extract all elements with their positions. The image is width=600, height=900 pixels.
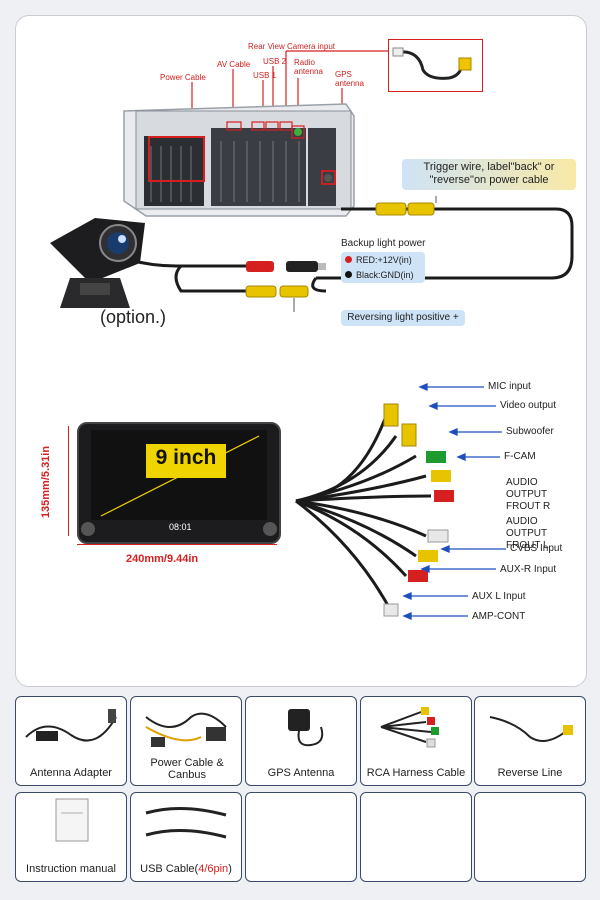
label-rear-view-camera-input: Rear View Camera input — [248, 42, 336, 51]
accessory-caption: Antenna Adapter — [30, 767, 112, 779]
backup-camera-icon — [50, 218, 145, 308]
label-av-cable: AV Cable — [217, 60, 251, 69]
head-unit-screen: 9 inch 08:01 — [77, 422, 281, 544]
usb-caption-close: ) — [228, 863, 232, 875]
head-unit-back — [115, 50, 574, 312]
harness-label-mic-input: MIC input — [488, 381, 531, 392]
red-dot-icon — [345, 256, 352, 263]
harness-label-aux-l-input: AUX L Input — [472, 591, 526, 602]
accessory-caption: RCA Harness Cable — [366, 767, 466, 779]
harness-label-subwoofer: Subwoofer — [506, 426, 554, 437]
screen-size-text: 9 inch — [155, 446, 217, 469]
accessory-caption: Power Cable & Canbus — [150, 757, 224, 781]
accessory-power-cable-canbus: Power Cable & Canbus — [130, 696, 242, 786]
harness-label-cvbs-input: CVBS Input — [510, 543, 563, 554]
rear-camera-connector-box — [388, 39, 483, 92]
label-gps-antenna: GPS antenna — [335, 70, 364, 88]
power-cable-icon — [145, 712, 227, 747]
reversing-light-callout: Reversing light positive + — [341, 310, 465, 326]
width-dimension-text: 240mm/9.44in — [126, 553, 199, 565]
accessory-empty-1 — [245, 792, 357, 882]
label-radio-antenna: Radio antenna — [294, 58, 323, 76]
accessory-antenna-adapter: Antenna Adapter — [15, 696, 127, 786]
harness-arrows — [402, 383, 506, 620]
backup-black-text: Black:GND(in) — [356, 270, 414, 280]
accessory-instruction-manual: Instruction manual — [15, 792, 127, 882]
reverse-line-icon — [489, 716, 573, 742]
accessory-empty-2 — [360, 792, 472, 882]
screen-size-badge — [146, 444, 226, 478]
manual-icon — [55, 798, 89, 842]
usb-caption-pins: 4/6pin — [198, 863, 229, 875]
harness-label-amp-cont: AMP-CONT — [472, 611, 526, 622]
accessory-reverse-line: Reverse Line — [474, 696, 586, 786]
trigger-wire-callout: Trigger wire, label"back" or "reverse"on… — [402, 159, 576, 190]
backup-red-text: RED:+12V(in) — [356, 255, 412, 265]
harness-label-video-output: Video output — [500, 400, 556, 411]
right-knob[interactable] — [263, 522, 277, 536]
label-usb1: USB 1 — [253, 71, 277, 80]
trigger-wire-text: Trigger wire, label"back" or "reverse"on… — [423, 161, 555, 186]
harness-label-audio-output-r: AUDIO OUTPUT FROUT R — [506, 477, 551, 512]
harness-label-aux-r-input: AUX-R Input — [500, 564, 557, 575]
rca-harness-icon — [380, 707, 439, 748]
screen-clock: 08:01 — [169, 522, 192, 532]
harness-label-audio-output-l: AUDIO OUTPUT FROUT L — [506, 516, 549, 551]
accessory-gps-antenna: GPS Antenna — [245, 696, 357, 786]
gps-antenna-icon — [288, 709, 324, 747]
accessory-rca-harness: RCA Harness Cable — [360, 696, 472, 786]
reverse-connector-icon — [392, 47, 472, 80]
accessory-usb-cable: USB Cable(4/6pin) — [130, 792, 242, 882]
accessory-caption: GPS Antenna — [267, 767, 335, 779]
accessory-caption: Instruction manual — [26, 863, 116, 875]
left-knob[interactable] — [81, 522, 95, 536]
reversing-light-text: Reversing light positive + — [347, 312, 459, 323]
backup-legend-box: RED:+12V(in) Black:GND(in) — [341, 252, 425, 283]
width-dimension-line — [77, 544, 277, 545]
rca-harness-graphic — [295, 403, 454, 617]
accessory-caption: Reverse Line — [497, 767, 563, 779]
label-power-cable: Power Cable — [160, 73, 206, 82]
black-dot-icon — [345, 271, 352, 278]
accessory-caption: USB Cable(4/6pin) — [131, 863, 241, 875]
usb-caption-main: USB Cable( — [140, 863, 199, 875]
diagram-panel: Rear View Camera input Power Cable AV Ca… — [15, 15, 587, 687]
height-dimension-line — [68, 426, 69, 536]
harness-label-f-cam: F-CAM — [504, 451, 536, 462]
camera-option-text: (option.) — [100, 307, 167, 327]
label-usb2: USB 2 — [263, 57, 287, 66]
usb-cable-icon — [145, 807, 227, 839]
accessory-empty-3 — [474, 792, 586, 882]
screen-display: 9 inch — [91, 430, 267, 520]
backup-light-title: Backup light power — [341, 238, 426, 249]
antenna-adapter-icon — [25, 709, 117, 742]
